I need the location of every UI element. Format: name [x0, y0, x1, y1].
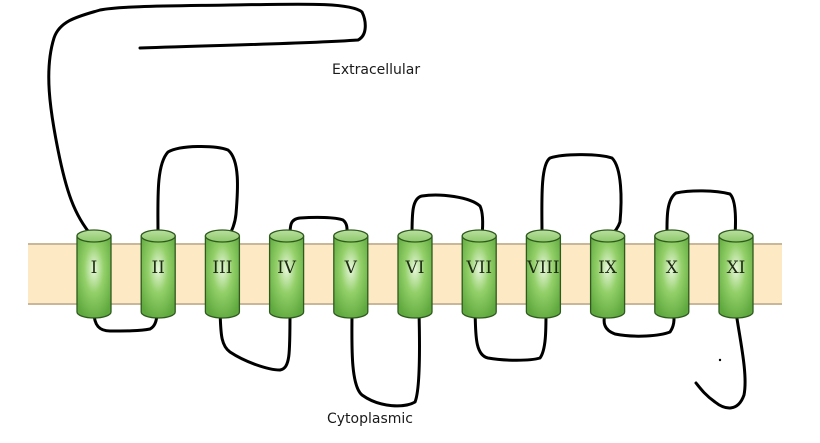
- loop-VIII-IX-extracellular: [540, 153, 623, 238]
- helix-cap: [525, 229, 562, 243]
- helix-vi: VI: [397, 229, 433, 319]
- loop-I-II-cytoplasmic: [92, 310, 159, 333]
- helix-body: [461, 235, 497, 319]
- c-terminal-cytoplasmic-tail: [694, 310, 747, 410]
- helix-label: V: [344, 258, 358, 278]
- loop-III-IV-cytoplasmic: [218, 310, 292, 372]
- helix-ii: II: [140, 229, 176, 319]
- helix-label: II: [151, 258, 164, 278]
- helix-body: [140, 235, 176, 319]
- loop-X-XI-extracellular: [665, 189, 737, 238]
- helix-label: XI: [727, 258, 746, 278]
- helix-label: VIII: [526, 258, 559, 278]
- helix-cap: [654, 229, 690, 243]
- helix-body: [589, 235, 626, 319]
- helix-body: [525, 235, 562, 319]
- terminal-dot: [718, 358, 722, 362]
- helix-cap: [333, 229, 369, 243]
- helix-body: [76, 235, 112, 319]
- helix-cap: [718, 229, 754, 243]
- helix-ix: IX: [589, 229, 626, 319]
- helix-cap: [140, 229, 176, 243]
- loop-IV-V-extracellular: [288, 215, 349, 238]
- helix-label: X: [666, 258, 679, 278]
- helix-cap: [76, 229, 112, 243]
- helix-viii: VIII: [525, 229, 562, 319]
- helix-i: I: [76, 229, 112, 319]
- helix-label: IX: [598, 258, 618, 278]
- loop-IX-X-cytoplasmic: [602, 310, 676, 338]
- loop-V-VI-cytoplasmic: [350, 310, 422, 408]
- helix-label: VI: [405, 258, 425, 278]
- cytoplasmic-label: Cytoplasmic: [327, 411, 413, 427]
- loop-II-III-extracellular: [156, 145, 239, 238]
- helix-body: [268, 235, 305, 319]
- helix-cap: [397, 229, 433, 243]
- helix-label: IV: [277, 258, 297, 278]
- helix-body: [397, 235, 433, 319]
- helix-label: VII: [465, 258, 492, 278]
- helix-body: [204, 235, 241, 319]
- helix-cap: [268, 229, 305, 243]
- n-terminal-extracellular-loop: [47, 2, 367, 238]
- loop-VI-VII-extracellular: [410, 193, 485, 238]
- helix-iii: III: [204, 229, 241, 319]
- helix-body: [718, 235, 754, 319]
- extracellular-label: Extracellular: [332, 62, 421, 78]
- helix-label: I: [91, 258, 98, 278]
- helix-cap: [461, 229, 497, 243]
- helix-label: III: [212, 258, 232, 278]
- helix-iv: IV: [268, 229, 305, 319]
- loop-VII-VIII-cytoplasmic: [473, 310, 548, 362]
- helix-xi: XI: [718, 229, 754, 319]
- helix-cap: [204, 229, 241, 243]
- helix-body: [333, 235, 369, 319]
- helix-body: [654, 235, 690, 319]
- helix-v: V: [333, 229, 369, 319]
- helix-cap: [589, 229, 626, 243]
- helix-x: X: [654, 229, 690, 319]
- helix-vii: VII: [461, 229, 497, 319]
